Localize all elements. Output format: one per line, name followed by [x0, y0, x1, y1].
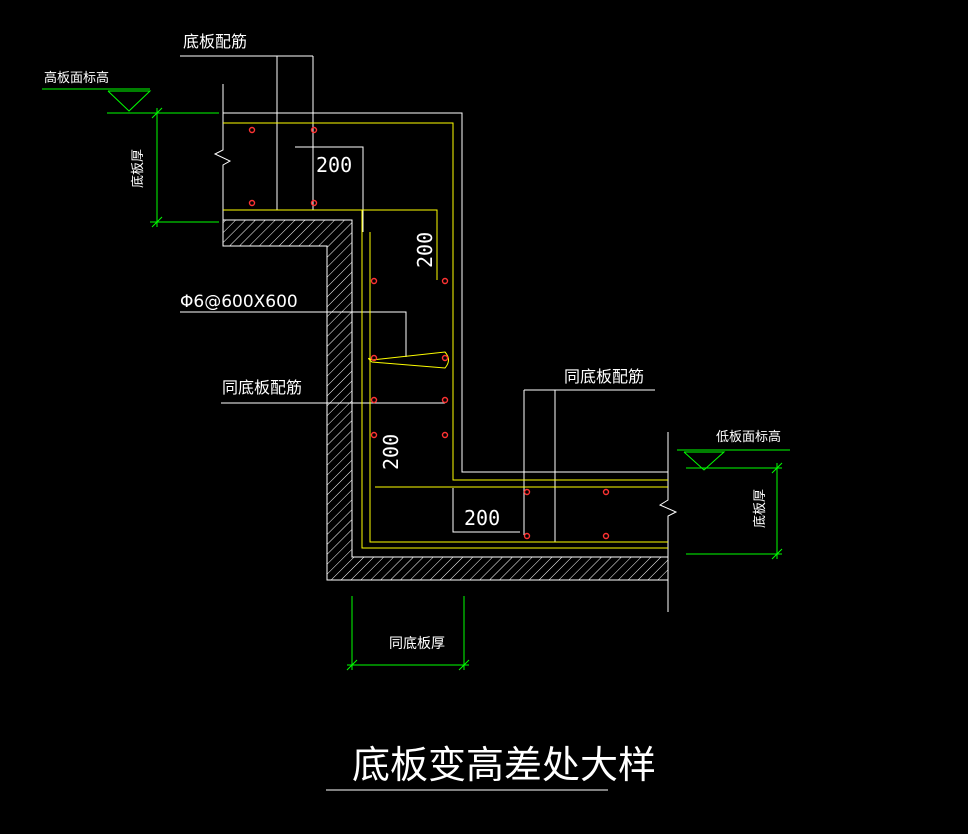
- rebar: [223, 122, 668, 549]
- label-low-slab-elevation: 低板面标高: [716, 429, 781, 445]
- label-same-slab-thickness: 同底板厚: [389, 636, 445, 652]
- dim-200-top: 200: [316, 153, 352, 177]
- dim-200-lower: 200: [379, 434, 403, 470]
- structure-outline: [180, 55, 678, 612]
- dimension-lines: [42, 88, 790, 671]
- dim-200-bottom: 200: [464, 506, 500, 530]
- concrete-hatch: [222, 219, 669, 581]
- label-same-rebar-left: 同底板配筋: [222, 378, 302, 397]
- rebar-dots: [248, 126, 610, 540]
- dim-200-wall: 200: [413, 232, 437, 268]
- label-same-rebar-right: 同底板配筋: [564, 367, 644, 386]
- label-tie-bar: Φ6@600X600: [180, 292, 298, 312]
- label-slab-thickness-right: 底板厚: [752, 489, 768, 528]
- label-slab-thickness-left: 底板厚: [130, 149, 146, 188]
- label-top-rebar: 底板配筋: [183, 32, 247, 51]
- drawing-title: 底板变高差处大样: [352, 743, 656, 787]
- label-high-slab-elevation: 高板面标高: [44, 70, 109, 86]
